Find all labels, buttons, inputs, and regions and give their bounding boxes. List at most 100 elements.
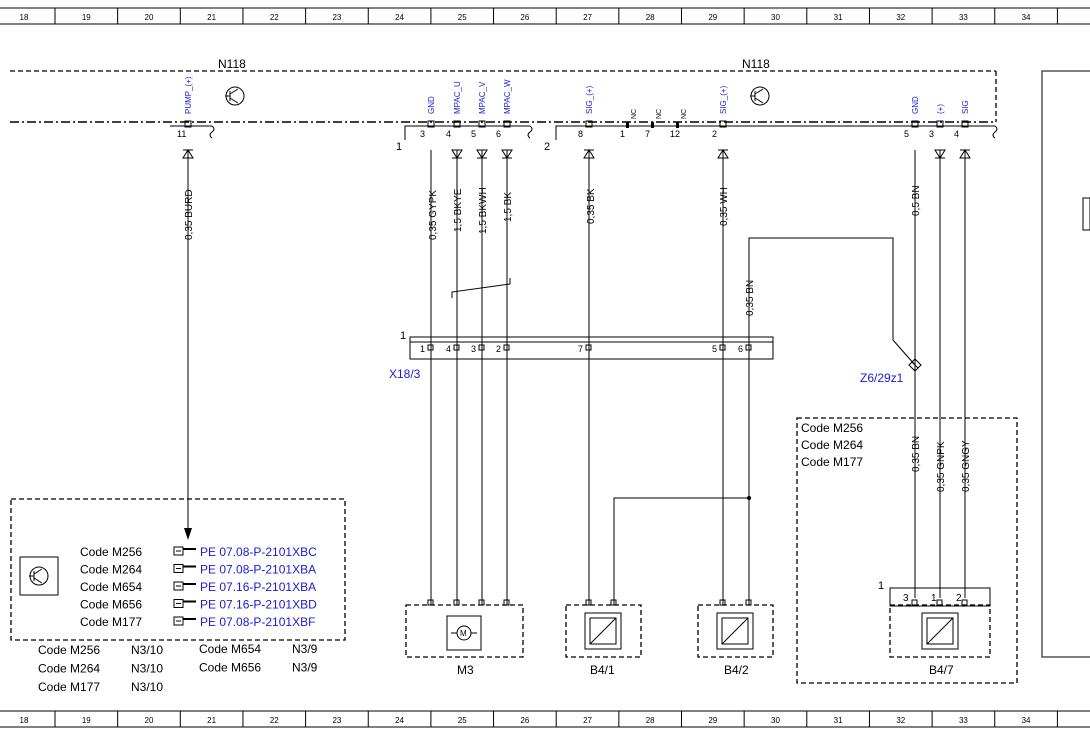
ruler-number: 34 — [1022, 716, 1031, 725]
reference-box — [10, 498, 346, 641]
reference-link[interactable]: PE 07.08-P-2101XBA — [200, 563, 316, 577]
wire-label-bkwh: 1,5 BKWH — [478, 187, 489, 234]
ruler-number: 31 — [834, 716, 843, 725]
module-pin-number: 8 — [578, 129, 583, 139]
adjacent-component-mark — [1082, 197, 1090, 231]
ruler-number: 20 — [145, 716, 154, 725]
module-connector-left — [170, 125, 533, 140]
splice-icon — [908, 358, 922, 372]
reference-code: Code M264 — [80, 563, 142, 577]
motor-icon: M — [446, 615, 482, 651]
wire-label-gnpk: 0,35 GNPK — [936, 441, 947, 492]
module-pin-number: 3 — [929, 129, 934, 139]
wire-label-bk035: 0,35 BK — [586, 188, 597, 224]
footnote-code: Code M656 — [199, 661, 261, 675]
connector-x18-pin: 4 — [446, 344, 451, 354]
component-m3-box — [405, 604, 524, 658]
connector-x18-pin: 5 — [712, 344, 717, 354]
module-pin-signal-label: (+) — [936, 104, 945, 114]
sensor-icon — [921, 612, 959, 650]
reference-link[interactable]: PE 07.16-P-2101XBD — [200, 598, 317, 612]
component-m3-label: M3 — [457, 663, 474, 677]
component-b47-connector — [889, 587, 991, 607]
ruler-number: 33 — [959, 716, 968, 725]
footnote-code: Code M654 — [199, 642, 261, 656]
wire-label-wh: 0,35 WH — [719, 187, 730, 226]
module-pin-number: 2 — [712, 129, 717, 139]
reference-code: Code M256 — [80, 545, 142, 559]
wire-label-bk15: 1,5 BK — [503, 192, 514, 222]
component-b42-label: B4/2 — [724, 663, 749, 677]
ruler-number: 19 — [82, 716, 91, 725]
wire-label-gngy: 0,35 GNGY — [961, 440, 972, 492]
ruler-number: 34 — [1022, 13, 1031, 22]
ruler-number: 23 — [332, 716, 341, 725]
ruler-number: 33 — [959, 13, 968, 22]
ruler-number: 30 — [771, 13, 780, 22]
footnote-value: N3/10 — [131, 680, 163, 694]
transistor-icon — [750, 86, 770, 106]
wire-b41-link — [613, 497, 749, 605]
module-pin-signal-label: MPAC_V — [478, 81, 487, 114]
b47-pin: 3 — [903, 593, 909, 604]
module-pin-signal-label: NC — [631, 109, 638, 119]
ruler-number: 21 — [207, 716, 216, 725]
transistor-icon — [225, 86, 245, 106]
adjacent-component-frame — [1041, 70, 1090, 658]
module-pin-number: 1 — [620, 129, 625, 139]
module-n118-frame — [10, 70, 997, 123]
module-pin-number: 3 — [420, 129, 425, 139]
component-b47-box — [889, 604, 991, 658]
ruler-number: 22 — [270, 716, 279, 725]
code-line: Code M264 — [801, 438, 863, 452]
ruler-number: 25 — [458, 13, 467, 22]
ruler-number: 28 — [646, 13, 655, 22]
module-pin-number: 12 — [670, 129, 680, 139]
connector-x18-3 — [409, 336, 774, 360]
reference-code: Code M177 — [80, 615, 142, 629]
ruler-number: 27 — [583, 13, 592, 22]
wire-label-bn-right: 0,5 BN — [911, 185, 922, 216]
pointing-hand-icon — [173, 546, 196, 556]
wire-label-bn-b47: 0,35 BN — [911, 436, 922, 472]
code-line: Code M256 — [801, 421, 863, 435]
reference-link[interactable]: PE 07.08-P-2101XBC — [200, 545, 317, 559]
module-pin-signal-label: GND — [911, 96, 920, 114]
module-pin-signal-label: PUMP_(+) — [184, 76, 193, 114]
connector-x18-pin: 6 — [738, 344, 743, 354]
component-b41-label: B4/1 — [590, 663, 615, 677]
module-pin-signal-label: SIG — [961, 100, 970, 114]
footnote-value: N3/9 — [292, 642, 318, 656]
splice-label: Z6/29z1 — [860, 371, 904, 385]
module-n118-right-label: N118 — [742, 57, 770, 71]
b47-pin: 2 — [956, 593, 962, 604]
connector-x18-pin: 2 — [496, 344, 501, 354]
ruler-number: 23 — [332, 13, 341, 22]
module-pin-signal-label: SIG_(+) — [719, 85, 728, 114]
reference-link[interactable]: PE 07.08-P-2101XBF — [200, 615, 315, 629]
module-pin-number: 11 — [177, 129, 186, 139]
ruler-number: 29 — [708, 716, 717, 725]
footnote-code: Code M264 — [38, 662, 100, 676]
wire-label-bn-mid: 0,35 BN — [745, 280, 756, 316]
footnote-value: N3/9 — [292, 661, 318, 675]
sensor-icon — [716, 612, 754, 650]
ruler-number: 19 — [82, 13, 91, 22]
ruler-number: 26 — [520, 716, 529, 725]
reference-code: Code M656 — [80, 598, 142, 612]
ruler-number: 27 — [583, 716, 592, 725]
module-pin-number: 6 — [496, 129, 501, 139]
wire-label-gypk: 0,35 GYPK — [428, 190, 439, 240]
module-pin-number: 4 — [446, 129, 451, 139]
ruler-number: 29 — [708, 13, 717, 22]
module-pin-signal-label: NC — [681, 109, 688, 119]
ruler-number: 18 — [20, 716, 29, 725]
sensor-icon — [584, 612, 622, 650]
reference-link[interactable]: PE 07.16-P-2101XBA — [200, 580, 316, 594]
arrow-down-icon — [184, 528, 192, 540]
footnote-value: N3/10 — [131, 643, 163, 657]
svg-text:M: M — [460, 629, 467, 638]
connector-x18-pin: 3 — [471, 344, 476, 354]
